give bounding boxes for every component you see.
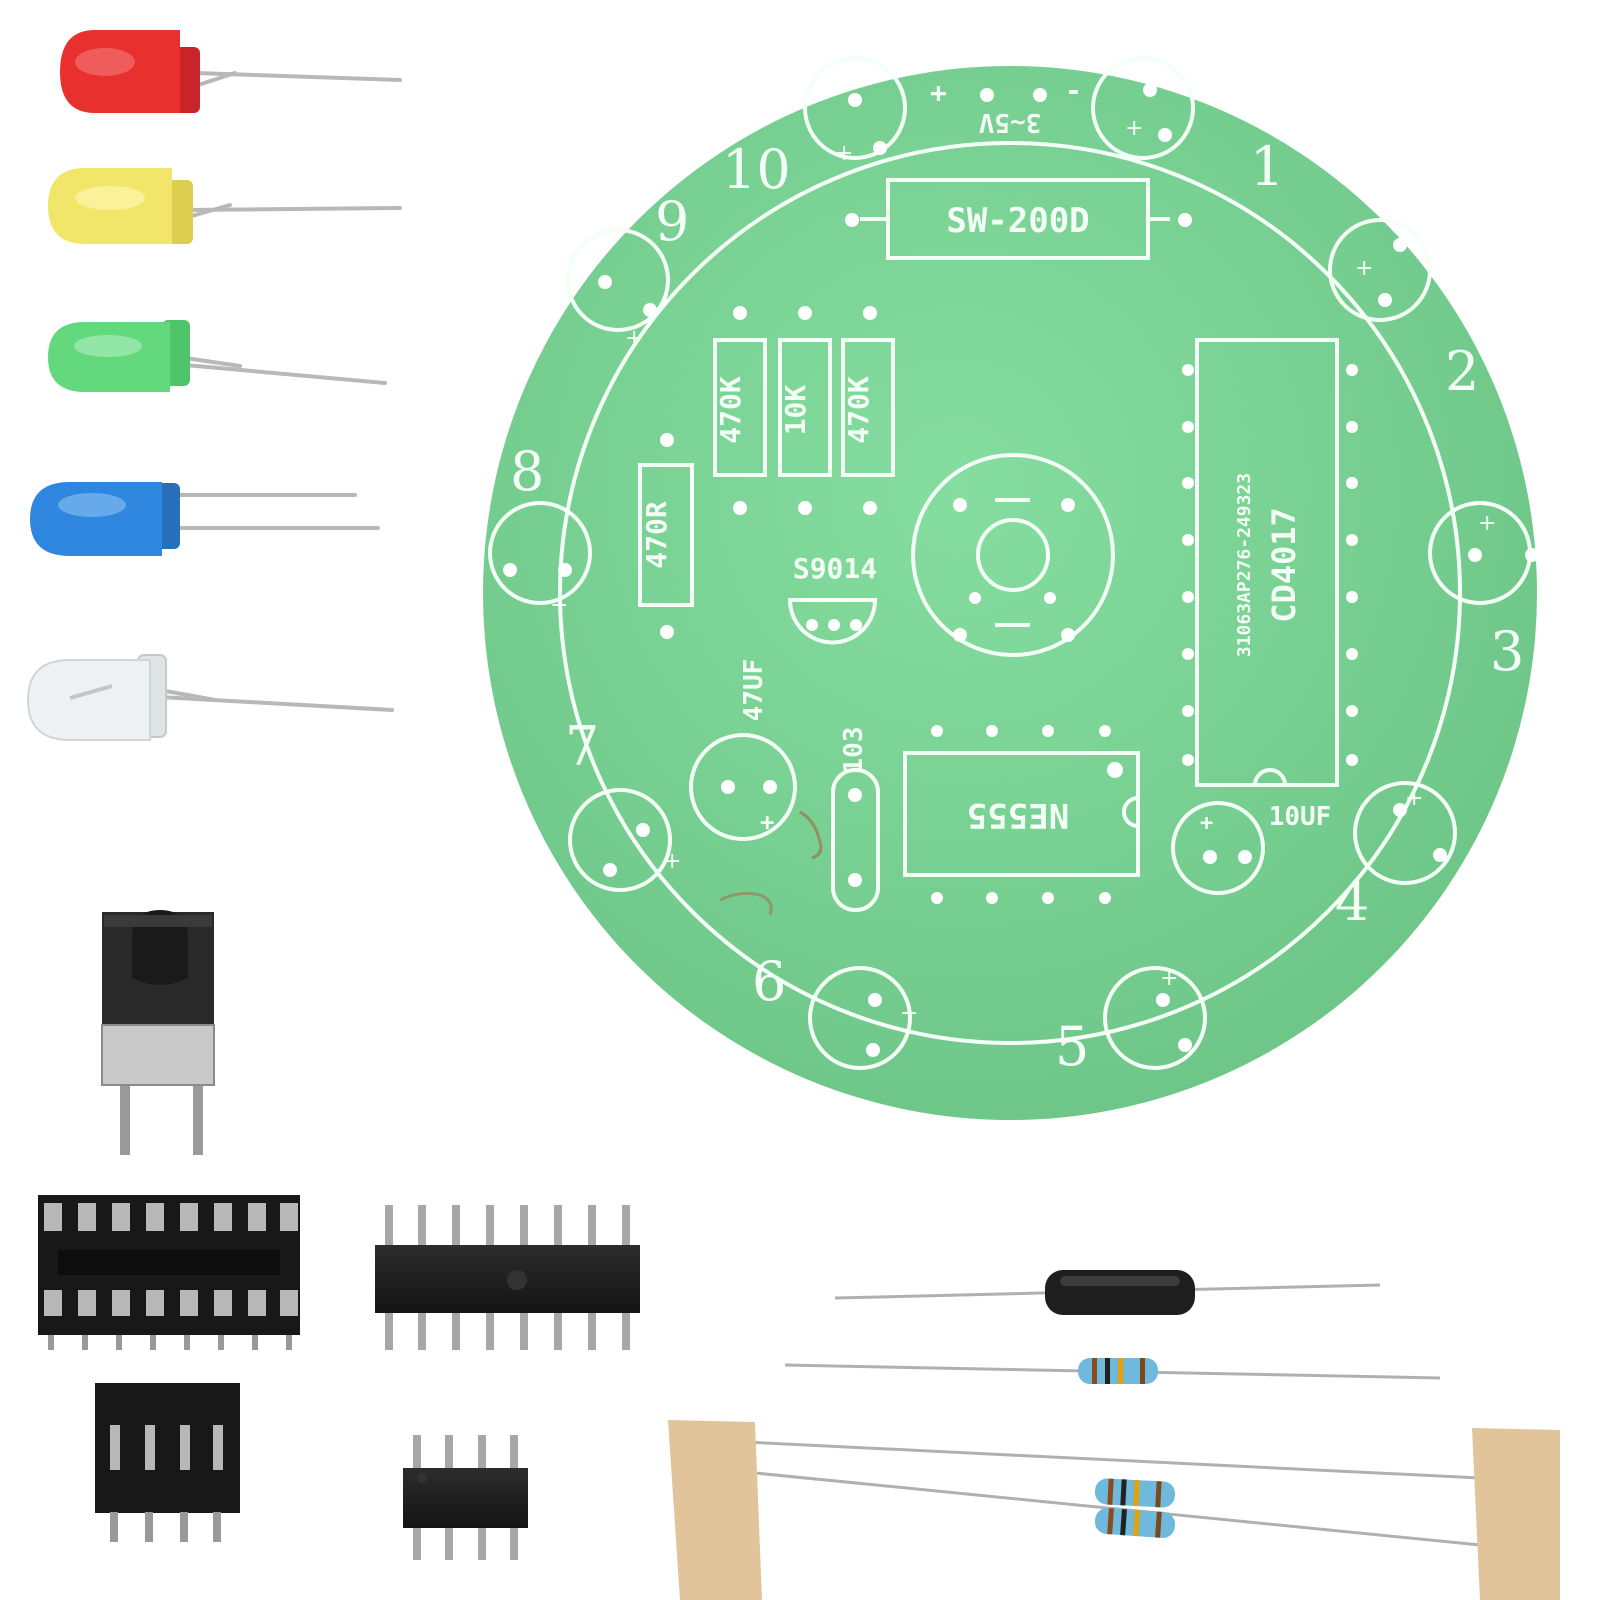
svg-text:+: +	[930, 76, 947, 109]
svg-text:10K: 10K	[779, 385, 812, 436]
svg-text:+: +	[900, 1001, 918, 1026]
tilt-switch-label: SW-200D	[946, 201, 1089, 241]
svg-text:470K: 470K	[714, 376, 747, 444]
pcb-inner-ring	[558, 141, 1462, 1045]
cap-47uf-footprint: + 47UF	[689, 659, 797, 841]
led-number-9: 9	[655, 190, 689, 253]
led-number-7: 7	[565, 715, 599, 778]
ic-chip-8	[403, 1435, 528, 1560]
svg-text:103: 103	[839, 727, 869, 774]
led-footprints	[488, 56, 1539, 1070]
svg-text:+: +	[1200, 811, 1213, 836]
pcb-board: + + + + + + + + + + 1 2 3 4 5 6 7 8 9 10…	[483, 56, 1539, 1120]
ne555-label: NE555	[967, 795, 1069, 835]
cd4017-footprint: CD4017 31063AP276-249323	[1182, 338, 1358, 787]
svg-text:+: +	[760, 808, 774, 836]
resistor-footprints: 470K 10K 470K	[713, 306, 895, 515]
power-label: 3~5V	[979, 107, 1042, 137]
led-clear-body	[26, 659, 151, 741]
ne555-footprint: NE555	[903, 725, 1140, 904]
cap-103-footprint: 103	[831, 727, 880, 912]
tilt-switch-footprint: SW-200D	[845, 178, 1192, 260]
led-number-8: 8	[510, 440, 544, 503]
tactile-button	[101, 910, 215, 1155]
led-red	[60, 30, 402, 113]
power-connector: + - 3~5V	[930, 74, 1082, 137]
svg-text:10UF: 10UF	[1269, 802, 1332, 832]
svg-text:+: +	[1405, 786, 1423, 811]
cd4017-label: CD4017	[1265, 507, 1303, 623]
led-number-1: 1	[1250, 135, 1284, 198]
svg-text:S9014: S9014	[793, 552, 877, 585]
polarity-marks: + + + + + + + + + +	[550, 116, 1496, 1026]
led-clear	[26, 654, 394, 741]
resistor-pair	[668, 1420, 1560, 1600]
tape-left	[668, 1420, 762, 1600]
led-number-10: 10	[722, 138, 791, 201]
svg-text:47UF: 47UF	[739, 659, 769, 722]
led-number-3: 3	[1490, 620, 1524, 683]
resistor-470r-footprint: 470R	[638, 433, 694, 639]
svg-text:+: +	[663, 849, 681, 874]
svg-text:-: -	[1065, 74, 1082, 107]
resistor	[784, 1358, 1441, 1384]
svg-text:+: +	[550, 593, 568, 618]
svg-text:+: +	[625, 326, 643, 351]
ic-chip-16	[375, 1205, 640, 1350]
transistor-footprint: S9014	[787, 552, 877, 645]
led-number-4: 4	[1335, 870, 1369, 933]
button-cap	[132, 910, 188, 985]
ic-socket-16	[38, 1195, 300, 1350]
svg-text:+: +	[1478, 511, 1496, 536]
led-blue	[30, 482, 380, 556]
svg-text:470K: 470K	[842, 376, 875, 444]
cap-10uf-footprint: + 10UF	[1171, 801, 1332, 895]
led-green-body	[48, 322, 170, 392]
svg-text:+: +	[835, 141, 853, 166]
led-number-5: 5	[1055, 1015, 1089, 1078]
button-footprint	[911, 453, 1115, 657]
svg-text:+: +	[1160, 966, 1178, 991]
svg-text:+: +	[1125, 116, 1143, 141]
led-numbers: 1 2 3 4 5 6 7 8 9 10	[510, 135, 1524, 1078]
svg-text:+: +	[1355, 256, 1373, 281]
tilt-switch	[834, 1270, 1381, 1315]
led-number-2: 2	[1445, 340, 1479, 403]
pcb-disc	[483, 66, 1537, 1120]
led-green	[48, 320, 387, 392]
tape-right	[1472, 1428, 1560, 1600]
svg-text:470R: 470R	[640, 501, 673, 569]
led-yellow	[48, 168, 402, 244]
ic-socket-8	[95, 1383, 240, 1542]
led-number-6: 6	[752, 950, 786, 1013]
cd4017-code: 31063AP276-249323	[1234, 473, 1255, 657]
